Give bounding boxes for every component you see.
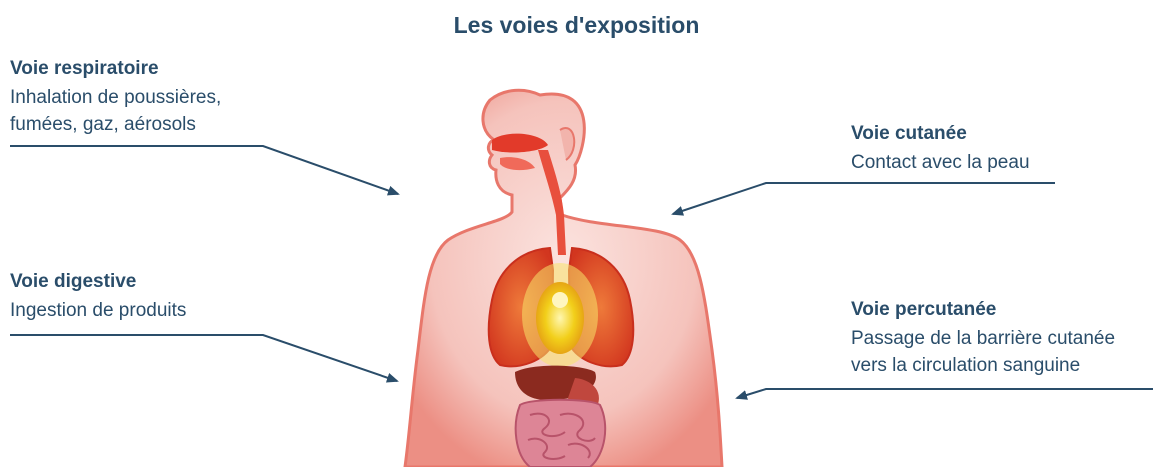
arrow-cutaneous [673,183,1055,214]
heart-glow [522,263,598,367]
arrow-digestive [10,335,397,381]
label-percutaneous: Voie percutanée Passage de la barrière c… [851,299,1115,379]
intestines [516,400,606,467]
cutaneous-heading: Voie cutanée [851,123,1030,145]
arrow-percutaneous [737,389,1153,398]
respiratory-desc-line2: fumées, gaz, aérosols [10,111,221,138]
arrow-respiratory [10,146,398,194]
digestive-desc-line1: Ingestion de produits [10,297,186,324]
percutaneous-desc-line1: Passage de la barrière cutanée [851,325,1115,352]
cutaneous-desc-line1: Contact avec la peau [851,149,1030,176]
label-digestive: Voie digestive Ingestion de produits [10,271,186,324]
label-respiratory: Voie respiratoire Inhalation de poussièr… [10,58,221,138]
percutaneous-heading: Voie percutanée [851,299,1115,321]
percutaneous-desc-line2: vers la circulation sanguine [851,352,1115,379]
respiratory-desc-line1: Inhalation de poussières, [10,84,221,111]
digestive-heading: Voie digestive [10,271,186,293]
label-cutaneous: Voie cutanée Contact avec la peau [851,123,1030,176]
respiratory-heading: Voie respiratoire [10,58,221,80]
